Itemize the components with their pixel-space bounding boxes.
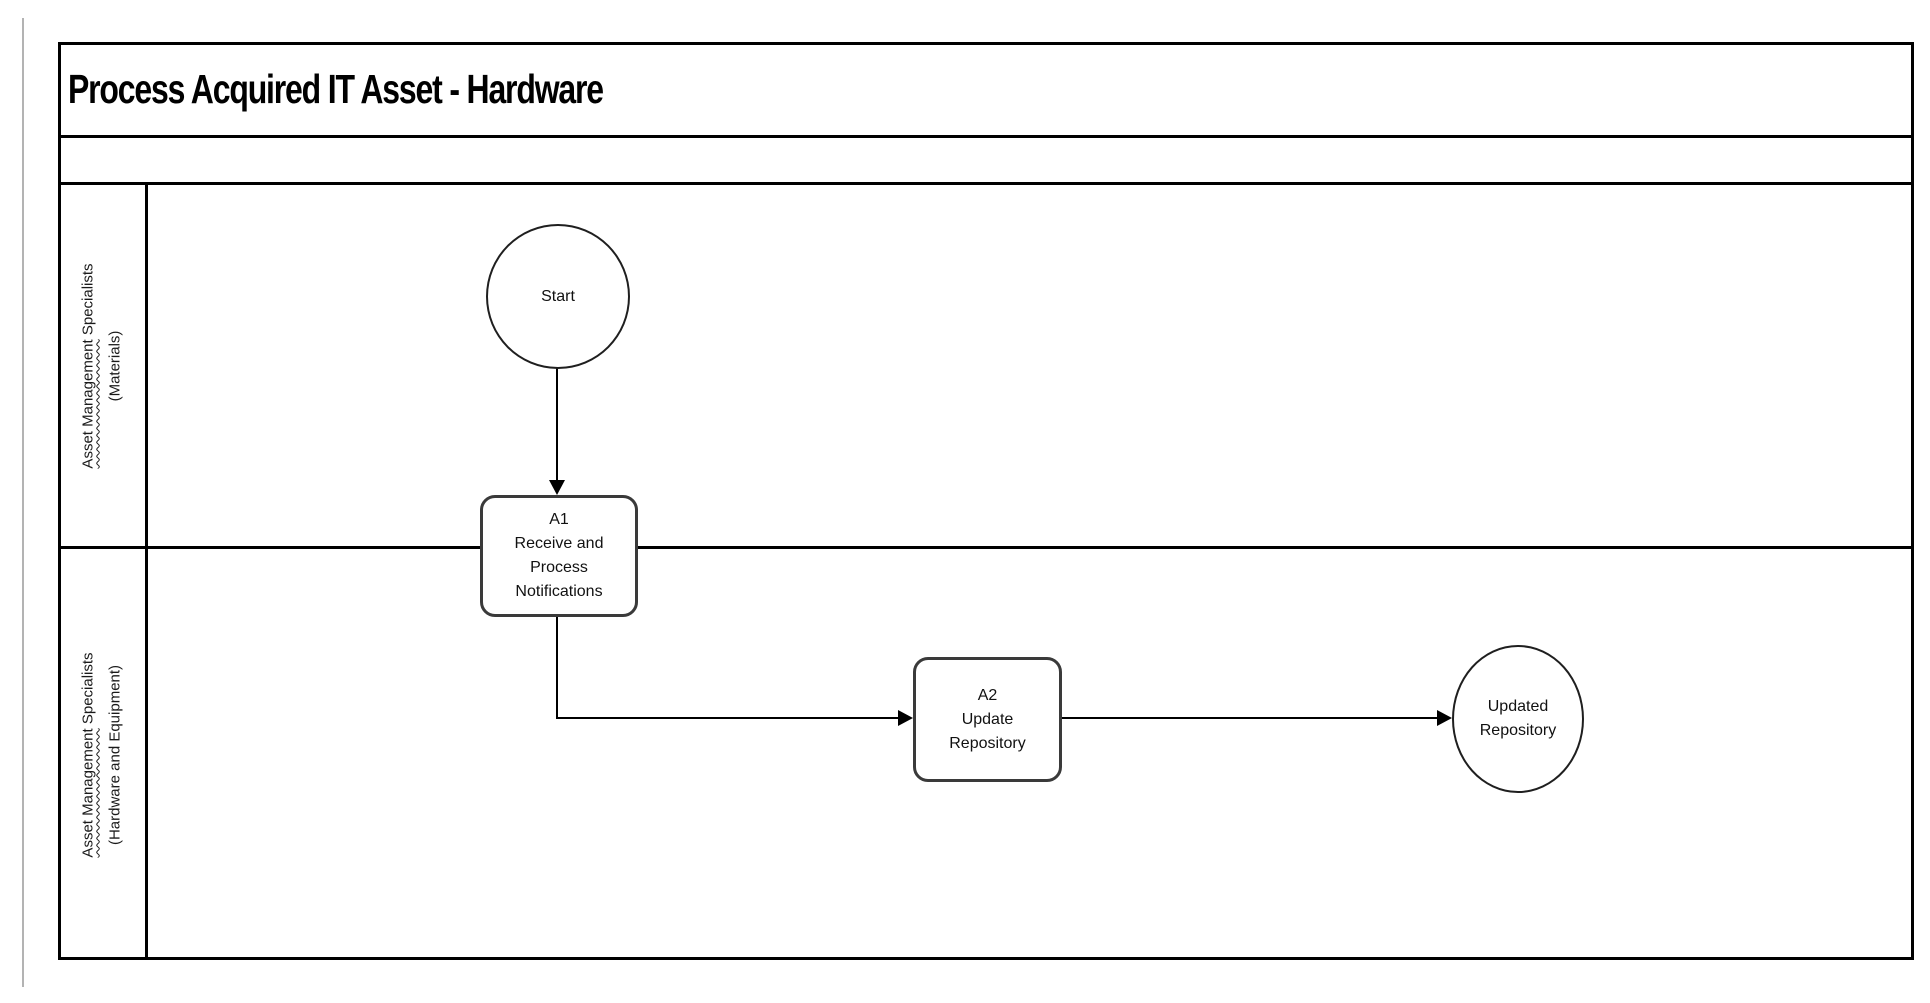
task-a1-line: Process: [530, 559, 588, 576]
connector-a1-a2-vertical: [556, 615, 558, 719]
connector-a2-end: [1060, 717, 1438, 719]
lane-label-line2: (Hardware and Equipment): [107, 664, 124, 845]
lane-label-line2: (Materials): [107, 330, 124, 401]
arrowhead-a1-a2-icon: [898, 710, 913, 726]
lane-label-line1: Asset Management Specialists: [80, 262, 97, 469]
start-event-node[interactable]: Start: [486, 224, 630, 369]
lane-label-materials-text: Asset Management Specialists (Materials): [75, 263, 129, 468]
end-event-line: Repository: [1479, 722, 1557, 739]
start-event-label: Start: [541, 287, 575, 305]
header-band-divider: [58, 182, 1914, 185]
title-band: Process Acquired IT Asset - Hardware: [68, 42, 754, 136]
arrowhead-start-a1-icon: [549, 480, 565, 495]
lane-label-column-divider: [145, 185, 148, 960]
title-band-divider: [58, 135, 1914, 138]
lane-label-hardware-equipment: Asset Management Specialists (Hardware a…: [58, 549, 146, 960]
page-edge-line: [22, 18, 24, 987]
lane-label-hardware-equipment-text: Asset Management Specialists (Hardware a…: [75, 652, 129, 857]
arrowhead-a2-end-icon: [1437, 710, 1452, 726]
task-a2-line: Update: [961, 710, 1014, 728]
diagram-frame: [58, 42, 1914, 960]
lane-divider: [58, 546, 1914, 549]
task-a2-node[interactable]: A2 Update Repository: [913, 657, 1062, 782]
task-a1-line: Notifications: [515, 583, 603, 600]
connector-a1-a2-horizontal: [556, 717, 899, 719]
end-event-line: Updated: [1487, 698, 1549, 715]
task-a2-line: Repository: [949, 734, 1026, 752]
task-a2-id: A2: [977, 686, 998, 704]
connector-start-a1: [556, 368, 558, 481]
task-a1-line: Receive and: [514, 535, 604, 552]
task-a1-id: A1: [549, 511, 569, 528]
lane-label-materials: Asset Management Specialists (Materials): [58, 185, 146, 546]
diagram-title: Process Acquired IT Asset - Hardware: [68, 65, 604, 112]
end-event-node[interactable]: Updated Repository: [1452, 645, 1584, 793]
lane-label-line1: Asset Management Specialists: [80, 651, 97, 858]
task-a1-node[interactable]: A1 Receive and Process Notifications: [480, 495, 638, 617]
